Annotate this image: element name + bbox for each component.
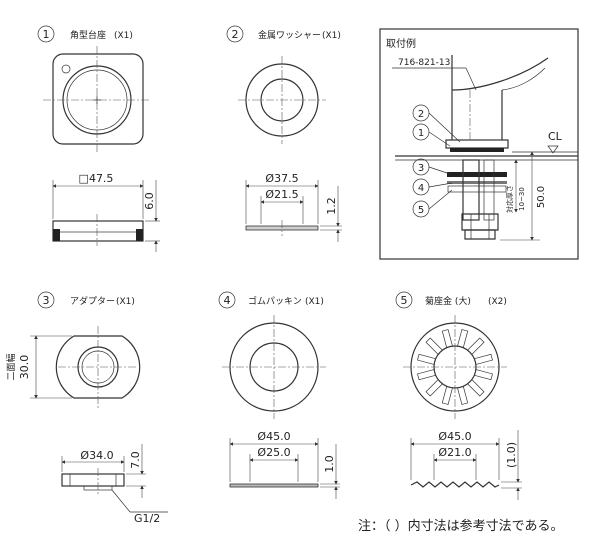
part-3-top-view [55,335,141,399]
part-4: 4 ゴムパッキン (X1) Ø45.0 Ø25.0 1.0 [218,291,340,499]
install-example: 取付例 716-821-13 CL 50.0 対応厚さ 10 [379,28,579,260]
svg-text:4: 4 [418,183,424,194]
washer-tooth [425,379,443,397]
install-cl: CL [548,130,563,143]
svg-text:5: 5 [418,205,424,216]
part-5-side-view [410,481,500,488]
part-1-top-view [52,53,144,145]
part-1: 1 角型台座 (X1) □47.5 6.0 [37,25,160,252]
install-balloon-2: 2 [412,104,461,143]
part-2: 2 金属ワッシャー (X1) Ø37.5 Ø21.5 1.2 [226,25,342,242]
install-balloon-4: 4 [412,178,453,196]
install-balloon-1: 1 [412,123,451,147]
part-1-dim-width: □47.5 [79,172,114,185]
svg-text:3: 3 [418,163,424,174]
part-1-qty: (X1) [114,31,133,41]
washer-tooth [474,353,493,365]
part-3-dim-label: 二面幅 [5,353,17,380]
part-5-teeth [417,329,493,405]
part-4-name: ゴムパッキン [248,295,302,307]
washer-tooth [425,337,443,355]
washer-tooth [441,329,453,348]
part-3-number: 3 [43,294,50,307]
part-5: 5 菊座金 (大) (X2) Ø45.0 Ø21.0 (1.0) [395,291,522,500]
install-title: 取付例 [386,37,416,50]
washer-tooth [457,329,469,348]
washer-tooth [441,386,453,405]
install-balloon-5: 5 [412,189,453,218]
part-2-dim-inner: Ø21.5 [265,188,298,201]
washer-tooth [417,353,436,365]
part-3: 3 アダプター (X1) 二面幅 30.0 Ø34.0 7.0 G1 [5,291,168,525]
part-3-side-view [61,468,125,494]
part-4-dim-inner: Ø25.0 [257,446,290,459]
part-5-name: 菊座金 (大) [425,295,471,307]
part-2-dim-thickness: 1.2 [325,197,338,215]
install-balloon-3: 3 [412,158,451,176]
part-1-number: 1 [43,28,50,41]
svg-text:1: 1 [418,128,424,139]
part-5-dim-thickness: (1.0) [505,442,518,468]
footer-note: 注：（ ）内寸法は参考寸法である。 [358,518,564,534]
install-note-range: 10~30 [518,187,526,211]
part-2-number: 2 [232,28,239,41]
install-note-label: 対応厚さ [505,185,514,213]
washer-tooth [467,337,485,355]
part-3-dim-height: 7.0 [129,451,142,469]
part-2-name: 金属ワッシャー [258,29,321,41]
part-1-dim-height: 6.0 [143,192,156,210]
part-5-qty: (X2) [488,297,507,307]
washer-tooth [457,386,469,405]
part-3-dim-diameter: Ø34.0 [80,449,113,462]
install-part-no: 716-821-13 [398,58,450,68]
part-1-screw-hole [61,64,71,74]
part-3-qty: (X1) [116,297,135,307]
part-3-name: アダプター [70,295,115,307]
part-4-dim-thickness: 1.0 [323,455,336,473]
part-4-dim-outer: Ø45.0 [257,430,290,443]
part-3-dim-thread: G1/2 [134,512,160,525]
svg-text:2: 2 [418,109,424,120]
part-3-dim-flat: 30.0 [18,355,31,380]
part-5-number-circle [395,291,413,309]
part-5-dim-inner: Ø21.0 [438,446,471,459]
part-5-dim-outer: Ø45.0 [438,430,471,443]
part-2-dim-outer: Ø37.5 [265,172,298,185]
part-4-number-circle [218,291,236,309]
part-1-side-view [52,214,144,246]
washer-tooth [474,369,493,381]
install-dim-total: 50.0 [536,186,547,208]
part-1-name: 角型台座 [70,29,106,41]
part-5-number: 5 [401,294,408,307]
install-frame [379,28,579,260]
part-3-number-circle [37,291,55,309]
part-4-number: 4 [224,294,231,307]
part-4-side-view [229,483,319,488]
part-1-number-circle [37,25,55,43]
part-2-qty: (X1) [322,31,341,41]
part-2-number-circle [226,25,244,43]
part-4-qty: (X1) [305,297,324,307]
washer-tooth [417,369,436,381]
washer-tooth [467,379,485,397]
